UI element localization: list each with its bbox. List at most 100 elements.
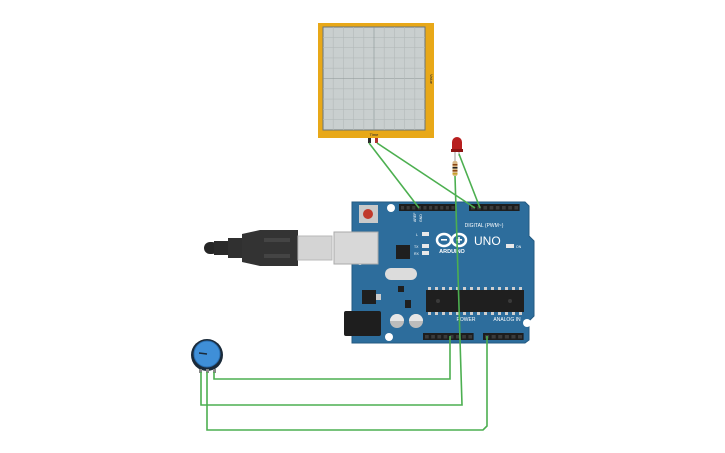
atmega-chip-pins [428, 287, 522, 315]
header-pin[interactable] [443, 335, 448, 339]
small-component [405, 300, 411, 308]
chip-pin [505, 312, 508, 315]
capacitor-top [409, 314, 423, 321]
logo-loop-right [450, 232, 468, 248]
header-pin[interactable] [471, 206, 475, 210]
chip-pin [491, 312, 494, 315]
wire-led-anode[interactable] [458, 153, 481, 209]
header-pin[interactable] [514, 206, 519, 210]
led-body [452, 137, 462, 150]
chip-pin [449, 287, 452, 290]
header-pin[interactable] [504, 335, 509, 339]
header-pin[interactable] [451, 206, 455, 210]
analog-header[interactable] [483, 333, 524, 340]
arduino-uno-board[interactable]: DIGITAL (PWM~) POWER ANALOG IN AREF GND … [333, 201, 535, 344]
header-pin[interactable] [423, 206, 427, 210]
chip-pin [498, 287, 501, 290]
header-pin[interactable] [495, 206, 500, 210]
wire-pot-5v[interactable] [213, 336, 451, 380]
oscilloscope-terminal-positive[interactable] [375, 138, 378, 143]
chip-pin [463, 312, 466, 315]
chip-pin [428, 312, 431, 315]
header-pin[interactable] [456, 335, 460, 339]
header-pin[interactable] [489, 206, 494, 210]
chip-pin [484, 312, 487, 315]
arduino-model-text: UNO [474, 234, 501, 248]
header-pin[interactable] [429, 206, 433, 210]
wire-pot-a0[interactable] [206, 336, 488, 431]
chip-pin [428, 287, 431, 290]
header-pin[interactable] [434, 206, 438, 210]
power-jack[interactable] [344, 311, 381, 336]
header-pin[interactable] [449, 335, 454, 339]
resistor-band [452, 167, 458, 169]
header-pin[interactable] [445, 206, 449, 210]
header-pin[interactable] [401, 206, 405, 210]
resistor[interactable] [452, 158, 458, 176]
header-pin[interactable] [440, 206, 444, 210]
chip-notch [508, 299, 512, 303]
chip-pin [449, 312, 452, 315]
resistor-band [452, 164, 458, 166]
chip-pin [470, 287, 473, 290]
reset-button[interactable] [363, 209, 373, 219]
usb-cable-sleeve [228, 238, 242, 258]
chip-pin [442, 312, 445, 315]
usb-plug-grip-lower [264, 254, 290, 258]
led-rim [451, 149, 463, 152]
header-pin[interactable] [511, 335, 516, 339]
header-pin[interactable] [498, 335, 503, 339]
usb-cable[interactable] [204, 230, 333, 266]
red-led[interactable] [451, 137, 463, 160]
header-pin[interactable] [417, 206, 421, 210]
chip-pin [519, 287, 522, 290]
tx-led-label: TX [414, 245, 419, 249]
header-pin[interactable] [483, 206, 488, 210]
l-led [422, 232, 429, 236]
chip-pin [435, 312, 438, 315]
header-pin[interactable] [491, 335, 496, 339]
potentiometer[interactable] [191, 339, 223, 373]
mount-hole [523, 319, 531, 327]
chip-pin [463, 287, 466, 290]
chip-notch [436, 299, 440, 303]
small-chip [398, 286, 404, 292]
analog-header-label: ANALOG IN [493, 317, 521, 323]
wire-gnd[interactable] [200, 175, 463, 406]
digital-header[interactable] [399, 204, 520, 211]
power-header[interactable] [423, 333, 474, 340]
wire-scope-positive[interactable] [376, 142, 476, 209]
header-pin[interactable] [437, 335, 442, 339]
oscilloscope[interactable]: Time Value [318, 23, 434, 143]
usb-plug-body [242, 230, 298, 266]
chip-pin [484, 287, 487, 290]
logo-plus-v [458, 237, 460, 243]
usb-port[interactable] [333, 231, 379, 265]
oscilloscope-time-label: Time [370, 132, 380, 137]
header-strip [469, 204, 520, 211]
header-pin[interactable] [425, 335, 429, 339]
usb-plug-grip [264, 238, 290, 242]
header-pin[interactable] [431, 335, 435, 339]
chip-pin [442, 287, 445, 290]
potentiometer-pin [206, 369, 209, 373]
header-pin[interactable] [502, 206, 506, 210]
atmega-chip [426, 290, 524, 312]
wire-scope-negative[interactable] [368, 142, 420, 209]
usb-chip [396, 245, 410, 259]
chip-pin [512, 287, 515, 290]
wires[interactable] [200, 142, 488, 431]
header-pin[interactable] [518, 335, 523, 339]
header-pin[interactable] [508, 206, 512, 210]
voltage-regulator [362, 290, 376, 304]
header-pin[interactable] [406, 206, 410, 210]
header-pin[interactable] [462, 335, 466, 339]
header-pin[interactable] [468, 335, 473, 339]
rx-led-label: RX [414, 252, 420, 256]
header-pin[interactable] [412, 206, 416, 210]
chip-pin [498, 312, 501, 315]
chip-pin [505, 287, 508, 290]
oscilloscope-terminal-negative[interactable] [368, 138, 371, 143]
resistor-band [452, 173, 458, 175]
